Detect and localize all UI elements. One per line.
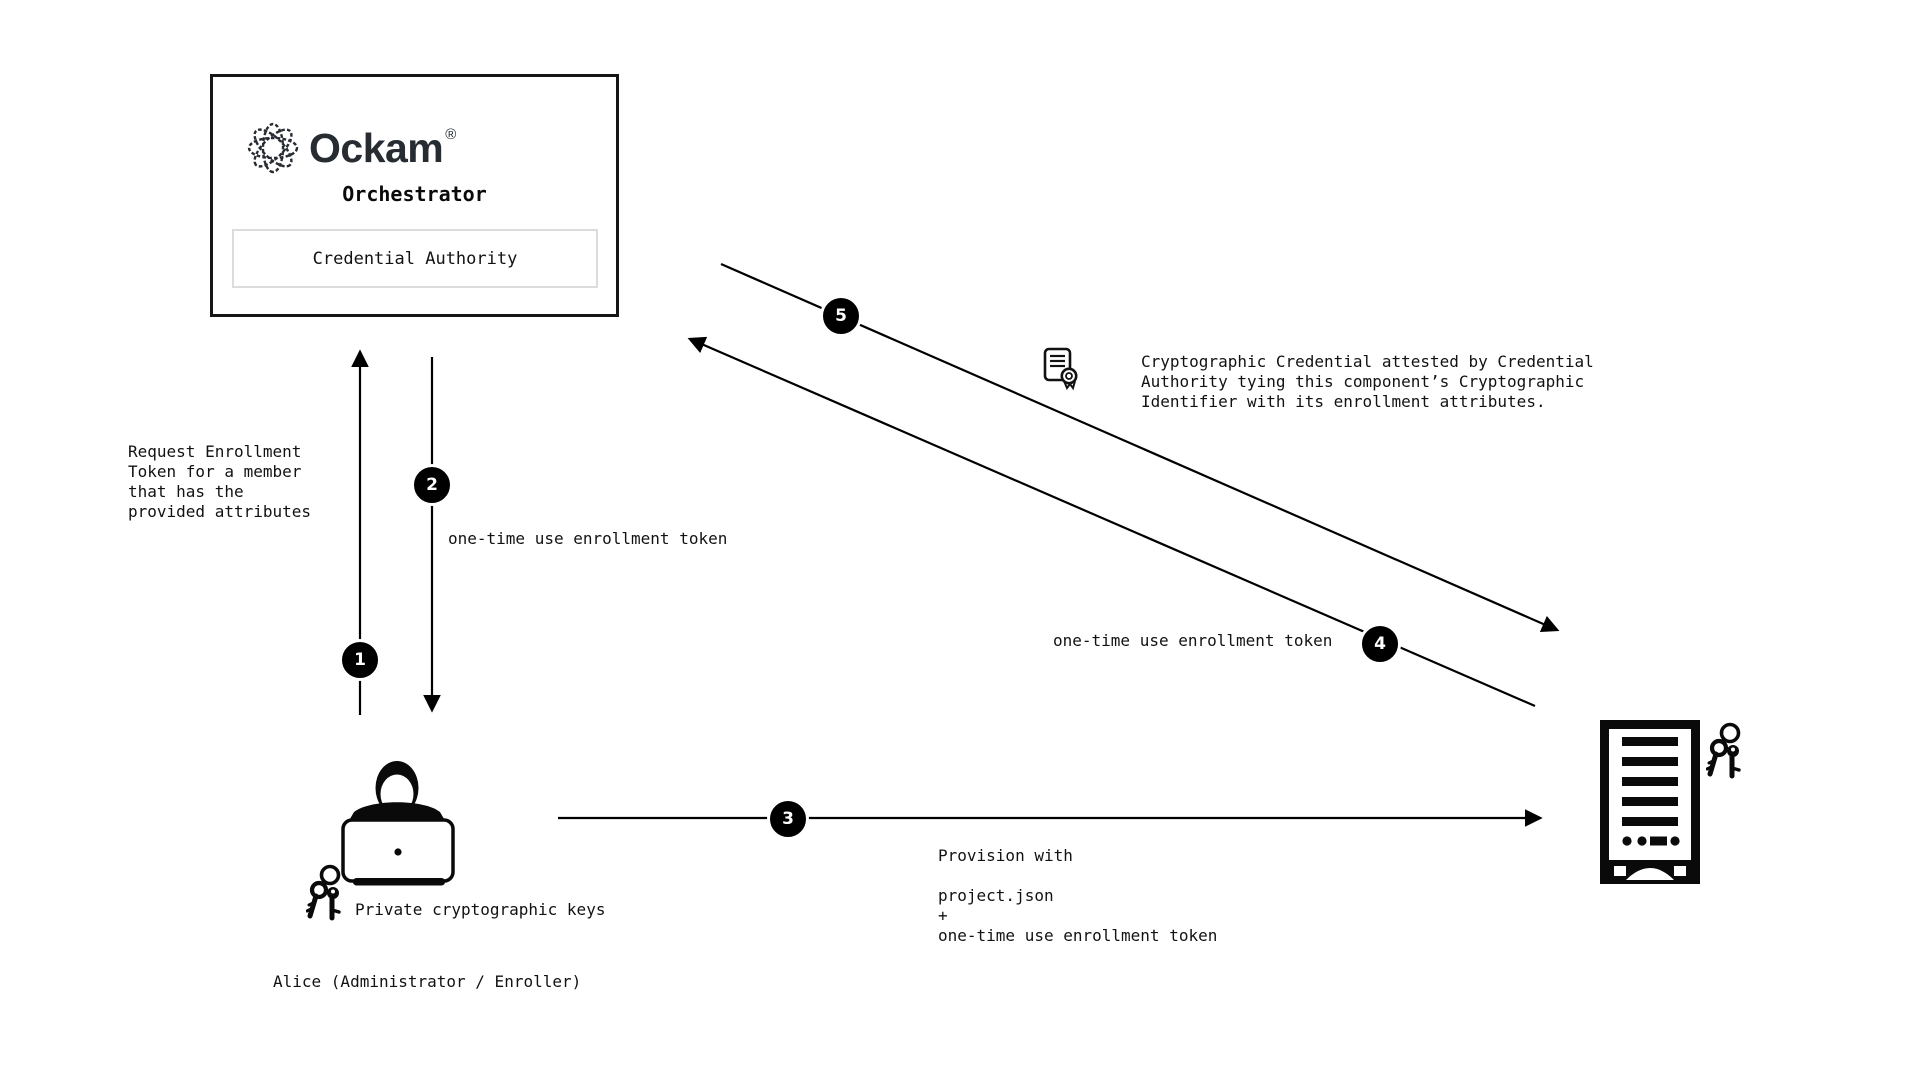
step-badge-5: 5 [820, 295, 862, 337]
alice-label: Alice (Administrator / Enroller) [273, 972, 582, 991]
step-badge-1: 1 [339, 639, 381, 681]
one-time-token-label-vertical: one-time use enrollment token [448, 529, 728, 548]
orchestrator-box: Ockam® Orchestrator Credential Authority [210, 74, 619, 317]
certificate-icon [1043, 347, 1078, 391]
credential-note: Cryptographic Credential attested by Cre… [1141, 352, 1594, 411]
ockam-brand: Ockam® [246, 119, 456, 177]
server-icon [1600, 720, 1700, 884]
ockam-rosette-icon [247, 122, 299, 174]
registered-mark: ® [445, 125, 457, 143]
ockam-wordmark: Ockam [309, 124, 444, 171]
step-badge-3: 3 [767, 798, 809, 840]
request-enrollment-label: Request Enrollment Token for a member th… [128, 442, 312, 521]
step-badge-2: 2 [411, 464, 453, 506]
keys-icon [1706, 722, 1741, 779]
arrow-5-credential-line [720, 262, 1560, 633]
step-number: 4 [1374, 634, 1386, 654]
credential-authority-label: Credential Authority [312, 248, 518, 269]
step-number: 1 [354, 650, 366, 670]
provision-label: Provision with project.json + one-time u… [938, 846, 1218, 945]
person-laptop-icon [341, 761, 455, 886]
one-time-token-label-diagonal: one-time use enrollment token [1053, 631, 1333, 650]
keys-icon [306, 864, 341, 921]
orchestrator-title: Orchestrator [342, 182, 487, 206]
private-keys-label: Private cryptographic keys [355, 900, 606, 919]
step-badge-4: 4 [1359, 623, 1401, 665]
step-number: 5 [835, 306, 847, 326]
arrow-4-token-line [687, 336, 1536, 708]
step-number: 2 [426, 475, 438, 495]
step-number: 3 [782, 809, 794, 829]
credential-authority-box: Credential Authority [232, 229, 598, 288]
